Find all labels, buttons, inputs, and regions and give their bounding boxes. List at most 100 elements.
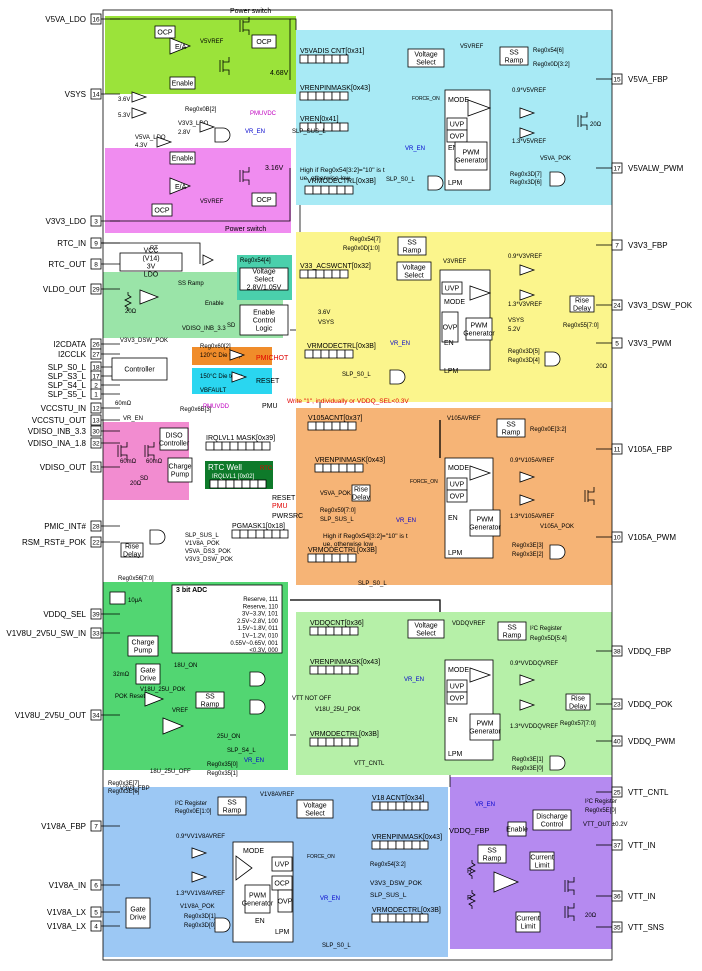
and-v18-1: [249, 671, 266, 687]
rise-delay-2-label: Rise: [575, 298, 589, 305]
v316-label: 3.16V: [265, 165, 284, 172]
vtt-fet-1: [568, 877, 575, 883]
reg-bits-cell: [331, 122, 341, 132]
ovp-block-3-label: OVP: [450, 494, 465, 501]
i2c-reg-1: I²C Register: [530, 626, 562, 632]
pmu-label-2: PMU: [272, 503, 288, 510]
pin-label-left: RTC_IN: [57, 239, 86, 248]
reg0x0b2-label: Reg0x0B[2]: [185, 107, 217, 113]
pin-label-right: VDDQ_PWM: [628, 737, 675, 746]
reg-bits-cell: [325, 737, 335, 747]
v3v3-ldo-cmp: V3V3_LDO: [178, 121, 209, 127]
reg-vrmodectrl-3: VRMODECTRL[0x3B]: [308, 547, 377, 554]
pin-label-left: VDISO_INB_3.3: [28, 427, 87, 436]
en-label: EN: [448, 145, 458, 152]
vref-label: V5VREF: [200, 39, 224, 45]
ocp-block-3-label: OCP: [154, 208, 170, 215]
pin-label-left: V1V8U_2V5U_SW_IN: [6, 629, 86, 638]
pin-number: 13: [92, 418, 100, 425]
reg-bits-cell: [320, 349, 330, 359]
current-limit-1: [529, 851, 555, 871]
ss-ramp-6-label: SS: [227, 800, 237, 807]
voltage-select-2: [396, 261, 432, 281]
v18-25u-off: 18U_25U_OFF: [150, 769, 191, 775]
pin-label-left: VCCSTU_IN: [41, 404, 87, 413]
reg-bits-cell: [333, 737, 343, 747]
force-on-3: FORCE_ON: [307, 854, 335, 860]
pin-label-left: V1V8A_IN: [49, 881, 87, 890]
enable-block-1: [169, 76, 196, 90]
v105aref-label: V105AVREF: [447, 416, 481, 422]
reg-bits-cell: [307, 54, 317, 64]
diso-controller-label: Controller: [159, 441, 190, 448]
slp-sus-l-2: SLP_SUS_L: [320, 517, 354, 523]
reg-bits-cell: [247, 529, 257, 539]
comp-pmichot: [229, 349, 246, 361]
vcc-ldo: [119, 252, 183, 272]
v28-label: 2.8V: [178, 130, 190, 136]
reg-bits-cell: [315, 553, 325, 563]
voltage-select-1: [407, 48, 445, 68]
pin-number: 31: [92, 465, 100, 472]
v3v3-fbp-label: V3V3_FBP: [120, 786, 150, 792]
reg0x0e10: Reg0x0E[1:0]: [175, 809, 212, 815]
mode-5: MODE: [243, 848, 264, 855]
rise-delay-1-label: Delay: [123, 552, 141, 559]
high-note-1b: ue, otherwise low: [300, 175, 351, 182]
ea-amp-7: [469, 667, 492, 683]
v5va-pok-2: V5VA_POK: [320, 491, 351, 497]
vsys52: 5.2V: [508, 327, 520, 333]
reg-bits-cell: [309, 737, 319, 747]
pwm-gen-3-label: PWM: [476, 517, 493, 524]
reg-bits-cell: [333, 665, 343, 675]
adc-row: 2.5V~2.8V, 100: [237, 619, 279, 625]
ss-ramp-4-label: SS: [205, 694, 215, 701]
vr-en-3: VR_EN: [390, 341, 410, 347]
vr-en-8: VR_EN: [475, 802, 495, 808]
v5va-ldo-cmp: V5VA_LDO: [135, 135, 166, 141]
pwm-gen-3-label: Generator: [469, 525, 501, 532]
pin-label-left: VDDQ_SEL: [43, 610, 86, 619]
adc-row: Reserve, 110: [243, 604, 279, 610]
reg-vrenpinmask: VRENPINMASK[0x43]: [300, 85, 370, 92]
v53-label: 5.3V: [118, 113, 130, 119]
ocp-block-4: [251, 192, 277, 207]
reg-bits-rtc-cell: [217, 479, 227, 489]
pok-reset: POK Reset: [115, 694, 145, 700]
pin-label-left: PMIC_INT#: [44, 522, 86, 531]
ovp-block-2: [441, 311, 459, 343]
slp-sus-l-1: SLP_SUS_L: [292, 129, 326, 135]
rtc-flag: RTC: [260, 466, 273, 472]
reg-bits-cell: [387, 840, 397, 850]
current-limit-1-label: Current: [530, 855, 553, 862]
lpm-label: LPM: [448, 180, 463, 187]
reg-bits-cell: [325, 665, 335, 675]
sd-2: SD: [140, 476, 149, 482]
adc-row: 3V~3.3V, 101: [242, 612, 279, 618]
reg-bits-cell: [331, 553, 341, 563]
gate-drive-2-label: Gate: [130, 907, 145, 914]
diso-fet-a: [121, 454, 128, 460]
reg-bits-cell: [323, 54, 333, 64]
reg-bits-cell: [315, 269, 325, 279]
en-3: EN: [448, 515, 458, 522]
vtt-not-off: VTT NOT OFF: [292, 696, 331, 702]
enable-vtt-label: Enable: [506, 827, 528, 834]
ss-ramp-7: [477, 844, 507, 864]
ldo-voltage-select-label: 2.8V/1.05V: [247, 285, 282, 292]
reg-v33acswcnt: V33_ACSWCNT[0x32]: [300, 263, 371, 270]
reg-bits-cell: [323, 269, 333, 279]
reg0x0d32: Reg0x0D[3:2]: [533, 62, 570, 68]
vcc-ldo-label: 3V: [147, 264, 156, 271]
reg-bits-cell: [331, 54, 341, 64]
power-switch-label-1: Power switch: [230, 8, 271, 15]
rise-delay-4-label: Delay: [569, 704, 587, 711]
reg0x570: Reg0x57[7:0]: [560, 721, 596, 727]
ocp-block-1: [154, 25, 176, 39]
v1v8a-pok: V1V8A_POK: [180, 904, 215, 910]
and-v18-2: [249, 699, 266, 715]
v36-label: 3.6V: [118, 97, 130, 103]
gate-drive-1-label: Drive: [140, 676, 156, 683]
pin-number: 17: [92, 374, 100, 381]
